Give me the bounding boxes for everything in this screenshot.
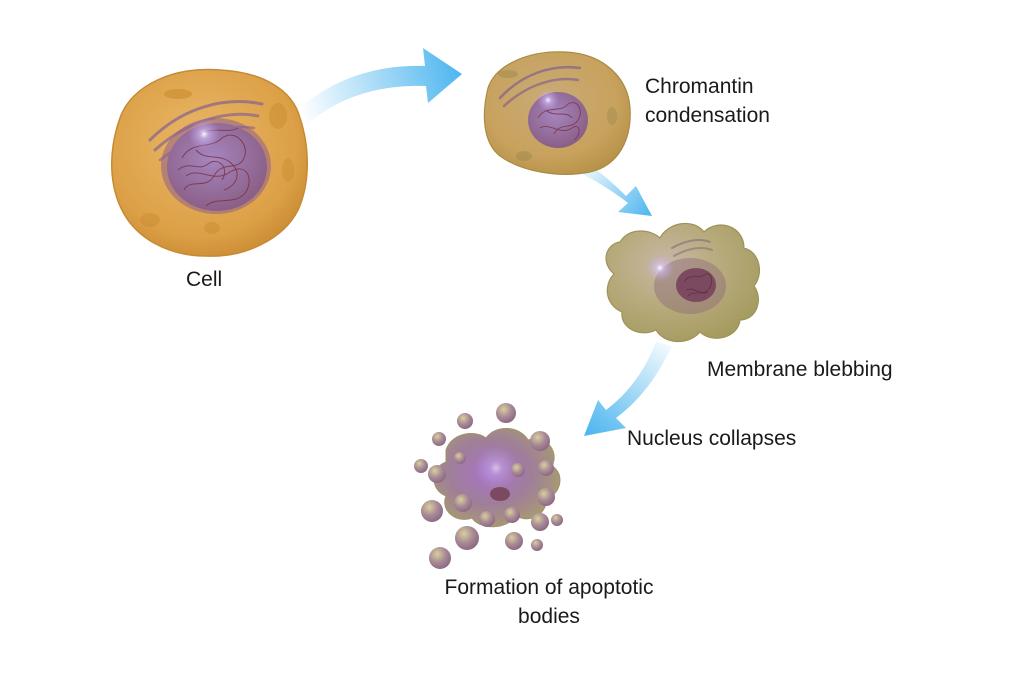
label-chromatin-condensation: Chromantin condensation	[645, 72, 770, 130]
blebbing-cell	[605, 222, 761, 343]
condensing-cell	[483, 51, 631, 175]
label-line: Chromantin	[645, 75, 754, 98]
label-nucleus-collapses: Nucleus collapses	[627, 427, 797, 450]
arrow-blebbing-to-collapse	[584, 342, 672, 436]
arrow-cell-to-condensation	[280, 48, 462, 128]
label-line: condensation	[645, 104, 770, 127]
label-line: Formation of apoptotic	[444, 576, 654, 599]
label-line: bodies	[518, 605, 580, 628]
label-cell: Cell	[186, 268, 223, 291]
arrow-condensation-to-blebbing	[582, 160, 652, 216]
label-apoptotic-bodies: Formation of apoptotic bodies	[424, 573, 674, 631]
label-membrane-blebbing: Membrane blebbing	[707, 358, 893, 381]
normal-cell	[111, 68, 308, 257]
apoptotic-bodies	[414, 403, 563, 569]
